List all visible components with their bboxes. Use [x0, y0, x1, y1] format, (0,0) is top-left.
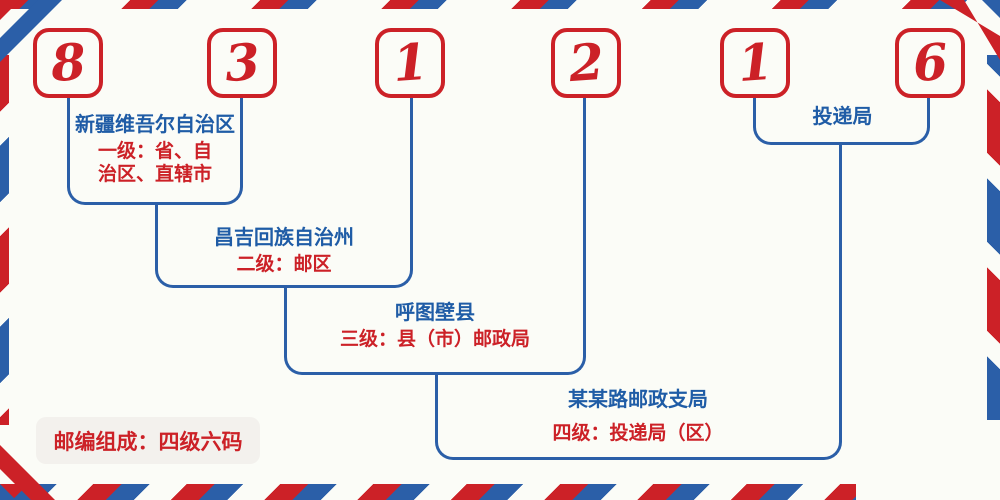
digit-box-5: 1 — [720, 28, 790, 98]
connector-stub-digit-3 — [410, 98, 413, 205]
airmail-border-left — [0, 55, 9, 425]
connector-bracket-delivery — [753, 98, 930, 145]
level-1-label: 新疆维吾尔自治区 一级：省、自 治区、直辖市 — [55, 112, 255, 186]
level-2-name: 昌吉回族自治州 — [214, 227, 354, 249]
digit-box-2: 3 — [207, 28, 277, 98]
airmail-border-bottom — [0, 484, 856, 500]
airmail-border-top — [0, 0, 1000, 9]
delivery-office-label: 投递局 — [765, 104, 920, 130]
digit-box-1: 8 — [33, 28, 103, 98]
connector-stub-delivery — [839, 145, 842, 375]
digit-3: 1 — [390, 31, 430, 94]
level-3-label: 呼图壁县 三级：县（市）邮政局 — [305, 300, 565, 351]
delivery-office-name: 投递局 — [812, 106, 873, 128]
level-4-name: 某某路邮政支局 — [568, 389, 708, 411]
level-3-name: 呼图壁县 — [395, 302, 475, 324]
digit-box-6: 6 — [895, 28, 965, 98]
digit-4: 2 — [566, 31, 606, 94]
connector-bracket-level-2 — [155, 205, 413, 288]
connector-stub-digit-4 — [583, 98, 586, 288]
level-1-desc: 一级：省、自 治区、直辖市 — [97, 141, 212, 185]
digit-6: 6 — [910, 31, 950, 94]
digit-1: 8 — [48, 31, 88, 94]
level-3-desc: 三级：县（市）邮政局 — [339, 329, 530, 350]
level-1-name: 新疆维吾尔自治区 — [75, 114, 235, 136]
airmail-corner-bottom-left — [0, 430, 70, 500]
digit-2: 3 — [222, 31, 262, 94]
connector-bracket-level-1 — [67, 98, 243, 205]
level-4-label: 某某路邮政支局 四级：投递局（区） — [508, 387, 768, 445]
footer-badge: 邮编组成：四级六码 — [36, 417, 260, 464]
level-2-desc: 二级：邮区 — [236, 254, 332, 275]
digit-5: 1 — [735, 31, 775, 94]
footer-badge-text: 邮编组成：四级六码 — [53, 430, 243, 454]
level-2-label: 昌吉回族自治州 二级：邮区 — [184, 225, 384, 276]
airmail-border-right — [987, 55, 1000, 420]
level-4-desc: 四级：投递局（区） — [552, 423, 724, 444]
connector-bracket-level-3 — [284, 288, 586, 375]
digit-box-3: 1 — [375, 28, 445, 98]
digit-box-4: 2 — [551, 28, 621, 98]
connector-bracket-level-4 — [435, 375, 842, 460]
